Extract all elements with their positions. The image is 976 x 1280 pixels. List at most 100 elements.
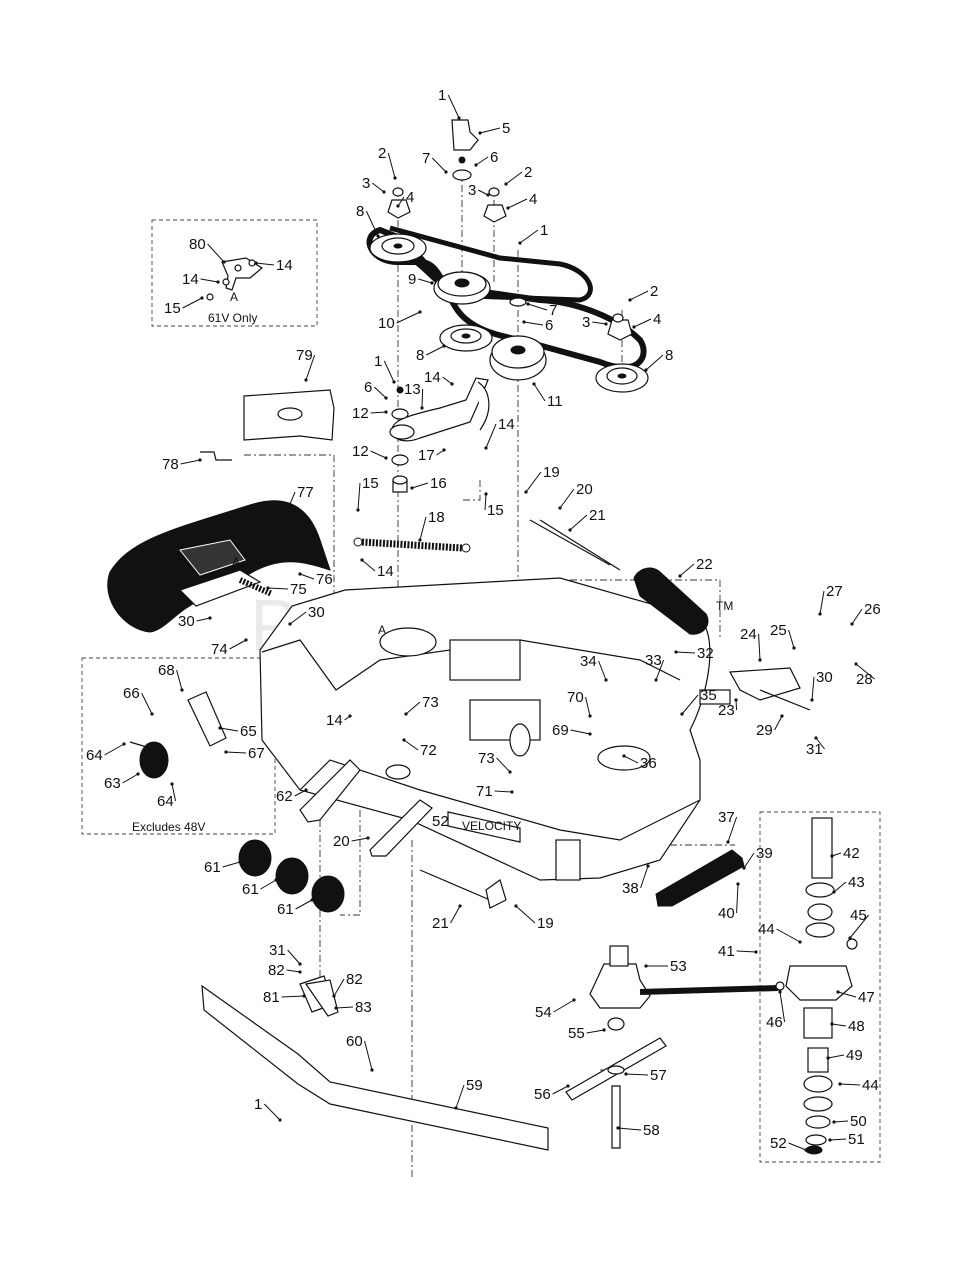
part-number-label[interactable]: 15 [362, 475, 379, 492]
part-number-label[interactable]: 69 [552, 722, 569, 739]
part-number-label[interactable]: 56 [534, 1086, 551, 1103]
part-number-label[interactable]: 3 [582, 314, 590, 331]
part-number-label[interactable]: 12 [352, 443, 369, 460]
part-number-label[interactable]: 70 [567, 689, 584, 706]
part-number-label[interactable]: 41 [718, 943, 735, 960]
part-number-label[interactable]: 77 [297, 484, 314, 501]
part-number-label[interactable]: 62 [276, 788, 293, 805]
part-number-label[interactable]: 57 [650, 1067, 667, 1084]
part-number-label[interactable]: 14 [424, 369, 441, 386]
part-number-label[interactable]: 31 [806, 741, 823, 758]
part-number-label[interactable]: 17 [418, 447, 435, 464]
part-number-label[interactable]: 55 [568, 1025, 585, 1042]
part-number-label[interactable]: 27 [826, 583, 843, 600]
part-number-label[interactable]: 12 [352, 405, 369, 422]
part-number-label[interactable]: 28 [856, 671, 873, 688]
part-number-label[interactable]: 38 [622, 880, 639, 897]
part-number-label[interactable]: 10 [378, 315, 395, 332]
part-number-label[interactable]: 23 [718, 702, 735, 719]
part-number-label[interactable]: 52 [770, 1135, 787, 1152]
part-number-label[interactable]: 82 [346, 971, 363, 988]
part-number-label[interactable]: 76 [316, 571, 333, 588]
part-number-label[interactable]: 14 [326, 712, 343, 729]
part-number-label[interactable]: 2 [650, 283, 658, 300]
part-number-label[interactable]: 6 [545, 317, 553, 334]
part-number-label[interactable]: 61 [277, 901, 294, 918]
part-number-label[interactable]: 9 [408, 271, 416, 288]
part-number-label[interactable]: 20 [333, 833, 350, 850]
part-number-label[interactable]: 61 [204, 859, 221, 876]
part-number-label[interactable]: 19 [537, 915, 554, 932]
part-number-label[interactable]: 68 [158, 662, 175, 679]
part-number-label[interactable]: 72 [420, 742, 437, 759]
part-number-label[interactable]: 1 [438, 87, 446, 104]
part-number-label[interactable]: 15 [164, 300, 181, 317]
part-number-label[interactable]: 31 [269, 942, 286, 959]
part-number-label[interactable]: 46 [766, 1014, 783, 1031]
part-number-label[interactable]: 2 [524, 164, 532, 181]
part-number-label[interactable]: 66 [123, 685, 140, 702]
part-number-label[interactable]: 3 [468, 182, 476, 199]
part-number-label[interactable]: 36 [640, 755, 657, 772]
part-number-label[interactable]: 14 [182, 271, 199, 288]
part-number-label[interactable]: 81 [263, 989, 280, 1006]
part-number-label[interactable]: 14 [276, 257, 293, 274]
part-number-label[interactable]: 22 [696, 556, 713, 573]
part-number-label[interactable]: 4 [653, 311, 661, 328]
part-number-label[interactable]: 78 [162, 456, 179, 473]
part-number-label[interactable]: 64 [157, 793, 174, 810]
part-number-label[interactable]: 14 [377, 563, 394, 580]
part-number-label[interactable]: 32 [697, 645, 714, 662]
part-number-label[interactable]: 65 [240, 723, 257, 740]
part-number-label[interactable]: 33 [645, 652, 662, 669]
part-number-label[interactable]: 73 [478, 750, 495, 767]
part-number-label[interactable]: 30 [816, 669, 833, 686]
part-number-label[interactable]: 64 [86, 747, 103, 764]
part-number-label[interactable]: 4 [406, 189, 414, 206]
part-number-label[interactable]: 71 [476, 783, 493, 800]
part-number-label[interactable]: 42 [843, 845, 860, 862]
part-number-label[interactable]: 39 [756, 845, 773, 862]
part-number-label[interactable]: 30 [178, 613, 195, 630]
part-number-label[interactable]: 7 [549, 302, 557, 319]
part-number-label[interactable]: 67 [248, 745, 265, 762]
part-number-label[interactable]: 8 [416, 347, 424, 364]
part-number-label[interactable]: 80 [189, 236, 206, 253]
part-number-label[interactable]: 1 [374, 353, 382, 370]
part-number-label[interactable]: 59 [466, 1077, 483, 1094]
part-number-label[interactable]: 44 [758, 921, 775, 938]
part-number-label[interactable]: 45 [850, 907, 867, 924]
part-number-label[interactable]: 35 [700, 687, 717, 704]
part-number-label[interactable]: 6 [364, 379, 372, 396]
part-number-label[interactable]: 79 [296, 347, 313, 364]
part-number-label[interactable]: 16 [430, 475, 447, 492]
part-number-label[interactable]: 6 [490, 149, 498, 166]
part-number-label[interactable]: 1 [540, 222, 548, 239]
part-number-label[interactable]: 75 [290, 581, 307, 598]
part-number-label[interactable]: 53 [670, 958, 687, 975]
part-number-label[interactable]: 21 [432, 915, 449, 932]
part-number-label[interactable]: 30 [308, 604, 325, 621]
part-number-label[interactable]: 58 [643, 1122, 660, 1139]
part-number-label[interactable]: 47 [858, 989, 875, 1006]
part-number-label[interactable]: 24 [740, 626, 757, 643]
part-number-label[interactable]: 60 [346, 1033, 363, 1050]
part-number-label[interactable]: 1 [254, 1096, 262, 1113]
part-number-label[interactable]: 7 [422, 150, 430, 167]
part-number-label[interactable]: 19 [543, 464, 560, 481]
part-number-label[interactable]: 63 [104, 775, 121, 792]
part-number-label[interactable]: 20 [576, 481, 593, 498]
part-number-label[interactable]: 40 [718, 905, 735, 922]
part-number-label[interactable]: 8 [356, 203, 364, 220]
part-number-label[interactable]: 44 [862, 1077, 879, 1094]
part-number-label[interactable]: 83 [355, 999, 372, 1016]
part-number-label[interactable]: 74 [211, 641, 228, 658]
part-number-label[interactable]: 49 [846, 1047, 863, 1064]
part-number-label[interactable]: 48 [848, 1018, 865, 1035]
part-number-label[interactable]: 43 [848, 874, 865, 891]
part-number-label[interactable]: 15 [487, 502, 504, 519]
part-number-label[interactable]: 18 [428, 509, 445, 526]
part-number-label[interactable]: 73 [422, 694, 439, 711]
part-number-label[interactable]: 21 [589, 507, 606, 524]
part-number-label[interactable]: 50 [850, 1113, 867, 1130]
